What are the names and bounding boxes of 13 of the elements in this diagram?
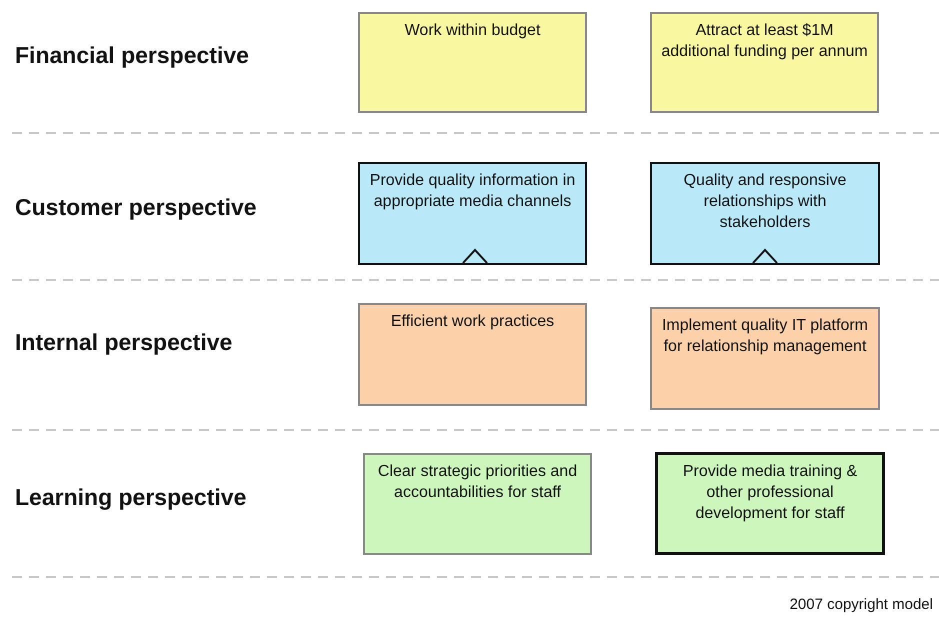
objective-box: Clear strategic priorities and accountabilities for staff (363, 453, 592, 555)
perspective-label: Internal perspective (15, 329, 232, 356)
objective-box: Efficient work practices (358, 303, 587, 406)
objective-box: Provide quality information in appropriate media channels (358, 162, 587, 265)
objective-box: Quality and responsive relationships with stakeholders (650, 162, 880, 265)
objective-box: Implement quality IT platform for relationship management (650, 307, 880, 410)
copyright-note: 2007 copyright model (790, 596, 933, 613)
perspective-label: Financial perspective (15, 42, 249, 69)
perspective-label: Customer perspective (15, 194, 257, 221)
objective-box: Attract at least $1M additional funding per annum (650, 12, 879, 113)
objective-box: Work within budget (358, 12, 587, 113)
objective-box: Provide media training & other professional development for staff (655, 452, 885, 555)
perspective-label: Learning perspective (15, 484, 246, 511)
